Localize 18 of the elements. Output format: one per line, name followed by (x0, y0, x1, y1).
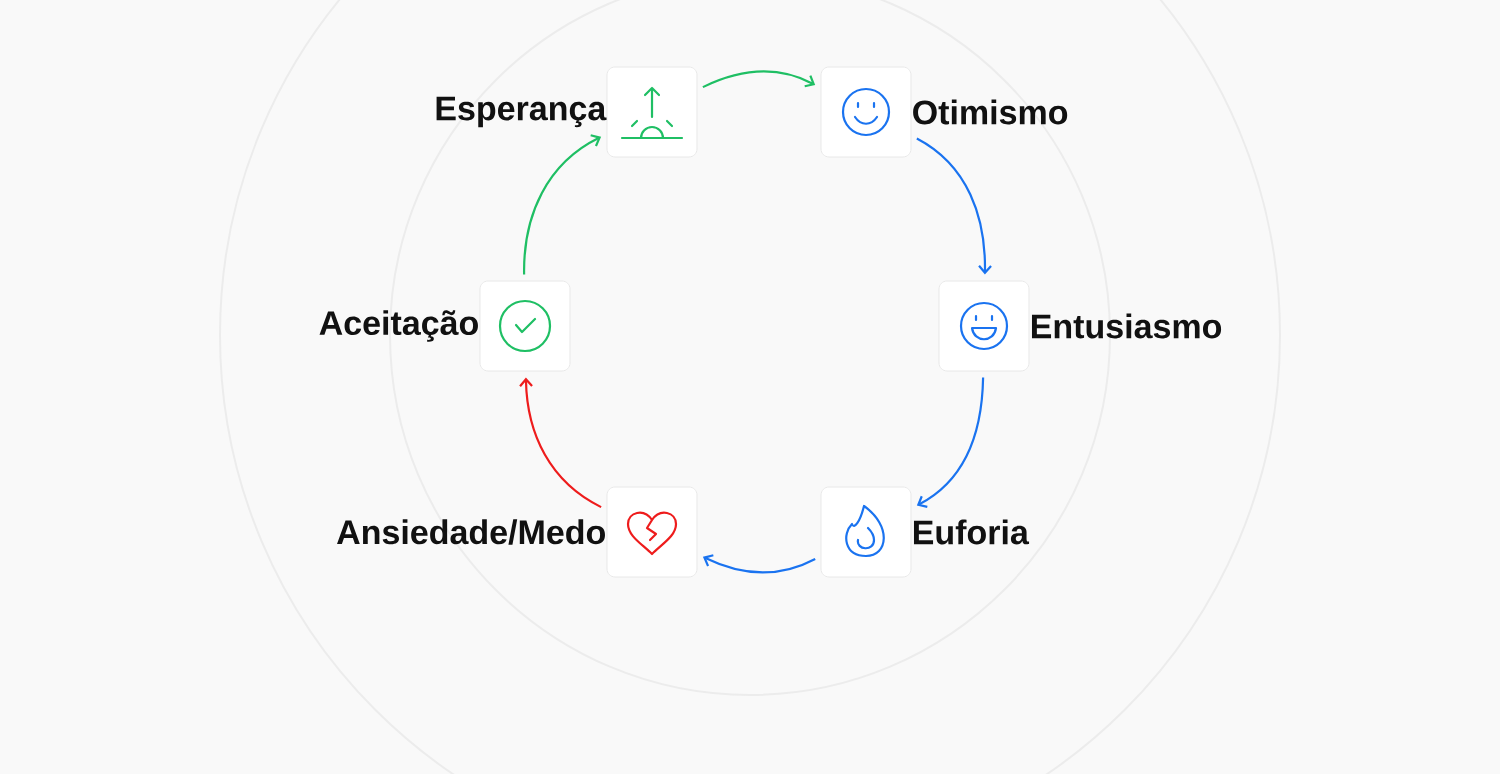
node-label: Euforia (913, 519, 1030, 545)
icon-card: Aceitação (319, 280, 571, 372)
icon-card: Euforia (820, 486, 1030, 578)
arrow (519, 377, 602, 509)
icon-card: Esperança (436, 66, 698, 158)
arrow (702, 70, 816, 89)
node-label: Entusiasmo (1031, 313, 1222, 339)
arrow (702, 554, 816, 574)
node-label: Aceitação (319, 310, 478, 342)
arrow (916, 137, 992, 275)
icon-card: Otimismo (820, 66, 1068, 158)
arrow (916, 377, 985, 508)
node-label: Otimismo (913, 99, 1068, 125)
icon-card: Ansiedade/Medo (337, 486, 698, 578)
icon-card: Entusiasmo (938, 280, 1222, 372)
arrow (523, 134, 602, 275)
node-label: Ansiedade/Medo (337, 519, 605, 545)
node-label: Esperança (436, 96, 607, 128)
